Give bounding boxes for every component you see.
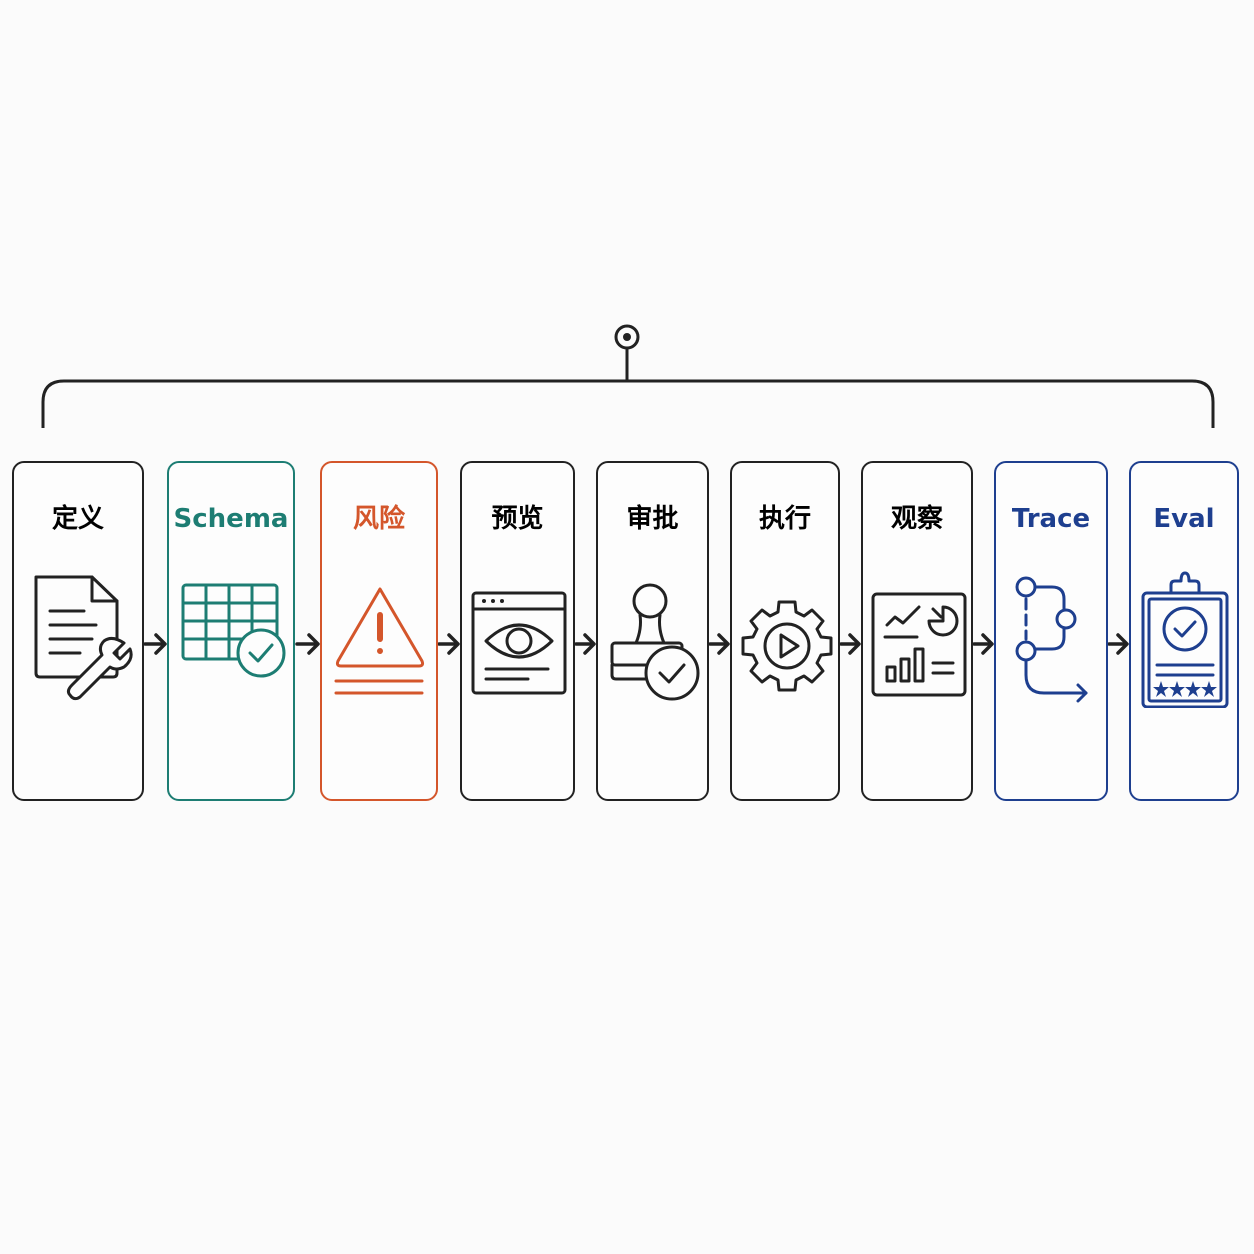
- trace-path-icon: [1015, 576, 1088, 703]
- step-trace: Trace: [994, 461, 1108, 801]
- step-risk: 风险: [320, 461, 438, 801]
- step-label: 审批: [626, 504, 679, 534]
- rating-stars: [1153, 681, 1217, 697]
- grid-check-icon: [181, 583, 286, 678]
- step-label: Eval: [1153, 504, 1215, 534]
- bracket-line: [41, 379, 1215, 428]
- step-label: 预览: [491, 504, 544, 534]
- arrow-right-icon: [144, 633, 167, 655]
- warning-triangle-icon: [334, 587, 425, 695]
- step-execute: 执行: [730, 461, 840, 801]
- step-label: 执行: [758, 504, 811, 534]
- bracket-origin-node: [614, 324, 640, 350]
- step-define: 定义: [12, 461, 144, 801]
- step-approve: 审批: [596, 461, 709, 801]
- document-wrench-icon: [34, 575, 133, 701]
- step-label: 定义: [51, 504, 104, 534]
- step-observe: 观察: [861, 461, 973, 801]
- step-label: 风险: [352, 504, 405, 534]
- arrow-right-icon: [1108, 633, 1129, 655]
- gear-play-icon: [741, 600, 833, 692]
- arrow-right-icon: [295, 633, 320, 655]
- step-eval: Eval: [1129, 461, 1239, 801]
- step-label: Schema: [173, 504, 289, 534]
- arrow-right-icon: [973, 633, 994, 655]
- clipboard-check-stars-icon: [1141, 571, 1229, 708]
- arrow-right-icon: [438, 633, 460, 655]
- step-schema: Schema: [167, 461, 295, 801]
- stamp-check-icon: [610, 583, 700, 701]
- step-preview: 预览: [460, 461, 575, 801]
- arrow-right-icon: [840, 633, 861, 655]
- arrow-right-icon: [575, 633, 596, 655]
- dashboard-chart-icon: [871, 592, 967, 697]
- arrow-right-icon: [709, 633, 730, 655]
- browser-eye-icon: [471, 591, 567, 695]
- step-label: 观察: [890, 504, 943, 534]
- step-label: Trace: [1011, 504, 1091, 534]
